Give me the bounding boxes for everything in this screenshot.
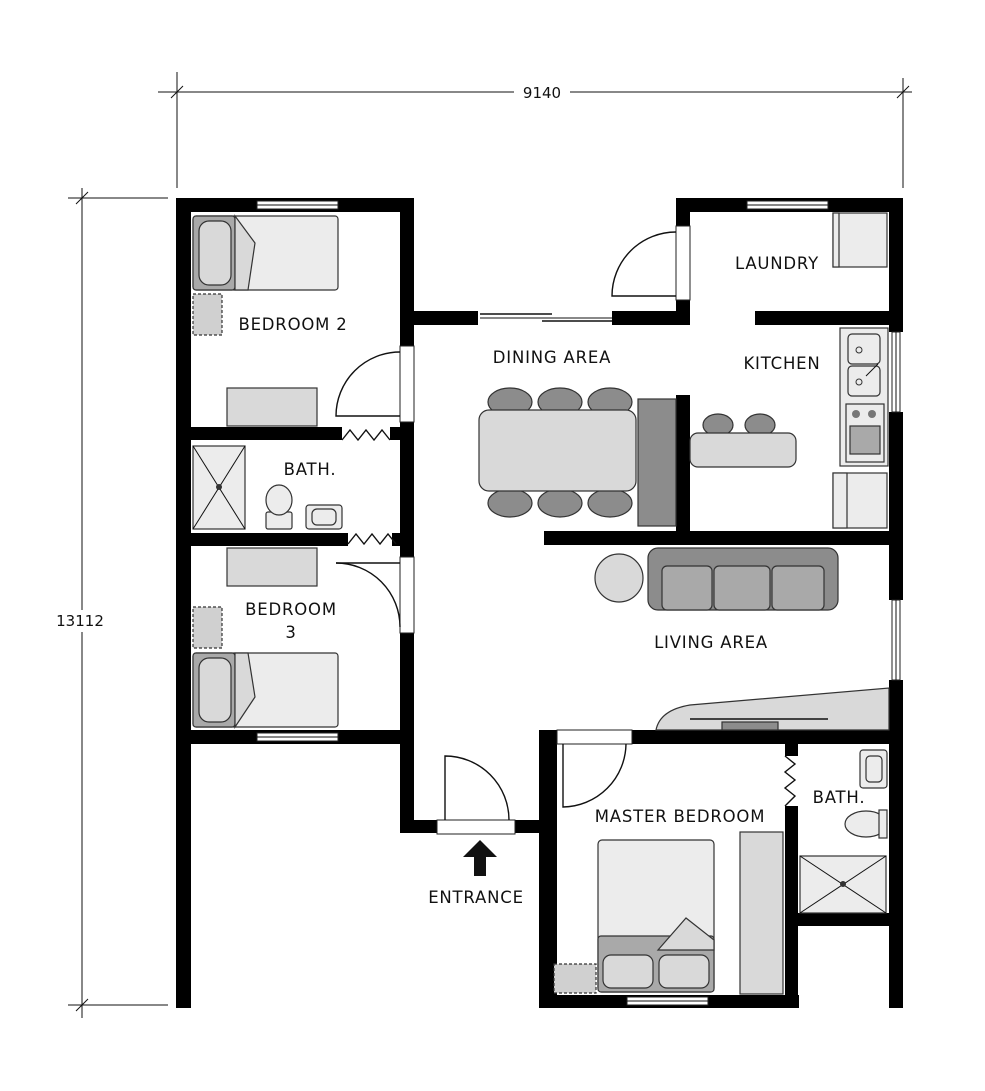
living-label: LIVING AREA: [654, 633, 768, 652]
bedroom2-label: BEDROOM 2: [238, 315, 347, 334]
dining-label: DINING AREA: [493, 348, 611, 367]
kitchen-furniture: [689, 327, 889, 529]
bedroom3-label: BEDROOM: [245, 600, 337, 619]
entrance-label: ENTRANCE: [428, 888, 524, 907]
bath1-label: BATH.: [284, 460, 337, 479]
laundry-label: LAUNDRY: [735, 254, 819, 273]
bedroom3-furniture: [192, 547, 339, 729]
bath1-fixtures: [192, 445, 343, 530]
dimension-height: 13112: [50, 188, 168, 1018]
bath2-fixtures: [799, 749, 888, 914]
bedroom3-label-number: 3: [285, 623, 296, 642]
master-bedroom-label: MASTER BEDROOM: [595, 807, 766, 826]
master-furniture: [553, 831, 784, 995]
width-label: 9140: [523, 84, 561, 102]
walls: [176, 198, 903, 1008]
doors: [335, 225, 797, 835]
bath2-label: BATH.: [813, 788, 866, 807]
dining-furniture: [478, 387, 677, 527]
kitchen-label: KITCHEN: [743, 354, 820, 373]
height-label: 13112: [56, 612, 104, 630]
laundry-furniture: [832, 212, 888, 268]
bedroom2-furniture: [192, 214, 339, 427]
windows: [256, 200, 901, 1006]
up-arrow-icon: [463, 840, 497, 876]
dimension-width: 9140: [158, 72, 912, 188]
living-furniture: [594, 547, 890, 731]
